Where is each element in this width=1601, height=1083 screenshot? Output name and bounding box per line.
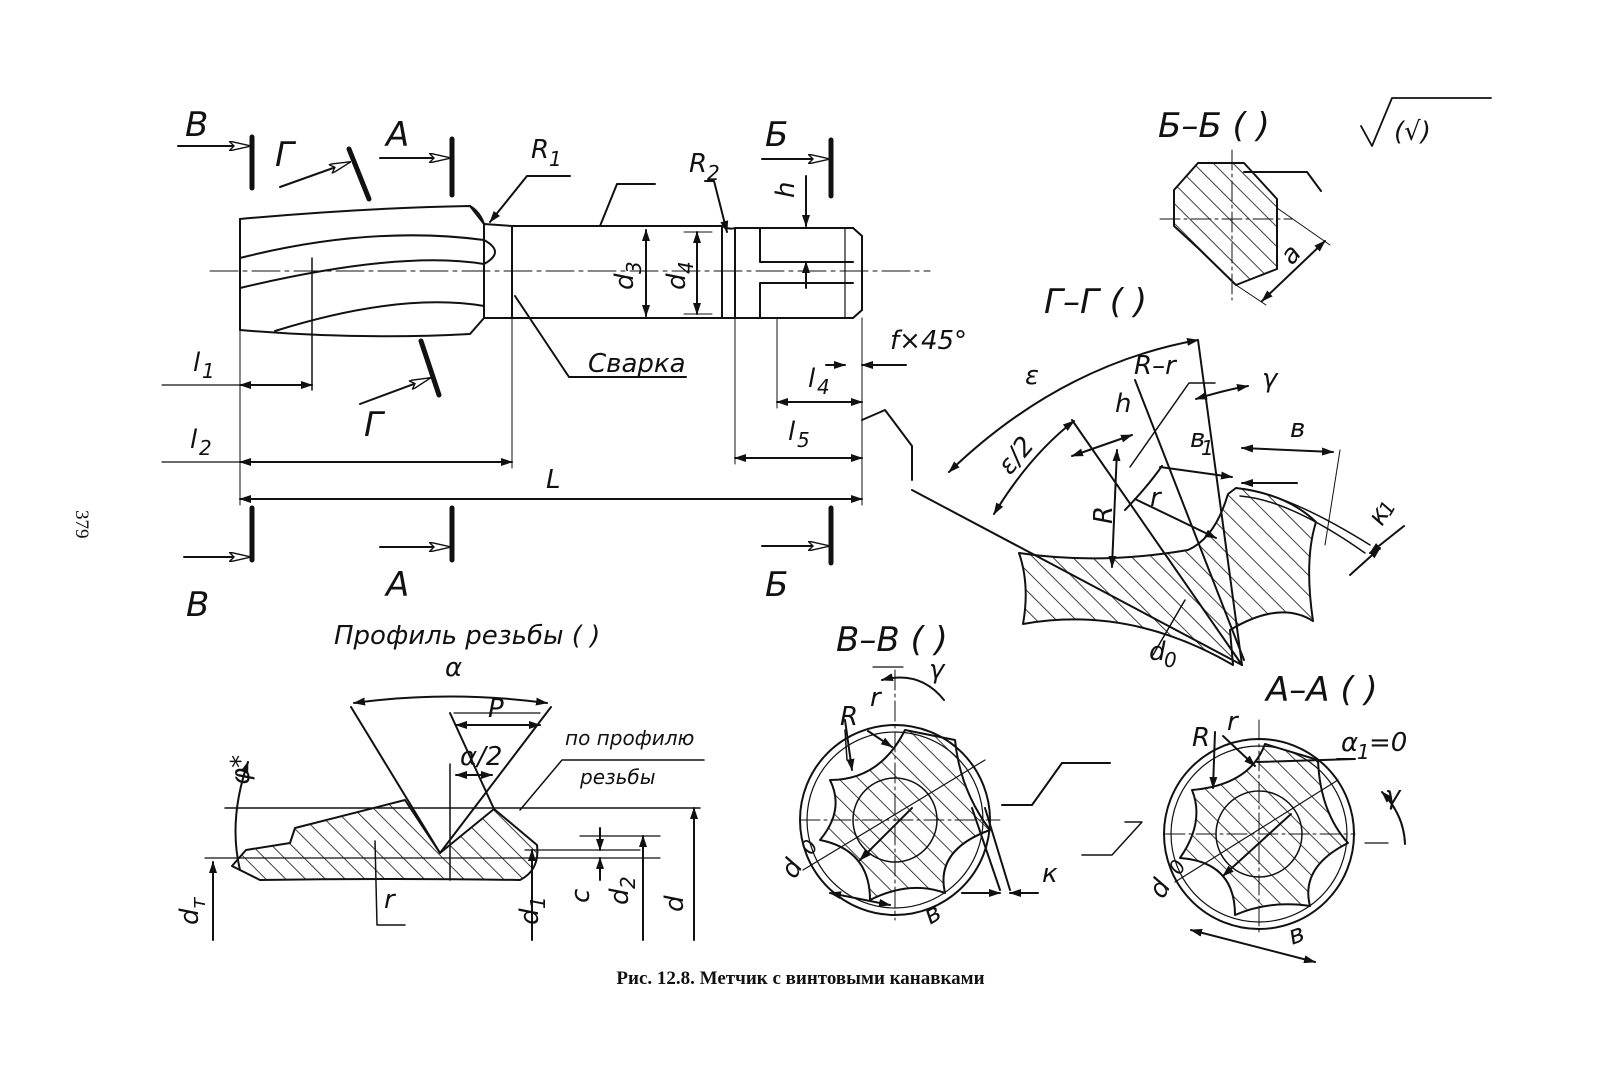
label-h-main: h bbox=[771, 182, 801, 198]
label-eps: ε bbox=[1025, 361, 1039, 391]
label-h-gg: h bbox=[1115, 389, 1131, 419]
section-vv bbox=[799, 666, 1111, 921]
label-r1: R bbox=[531, 135, 549, 165]
roughness-bb: (√) bbox=[1394, 117, 1431, 147]
label-dT-sub: т bbox=[186, 896, 210, 909]
label-gamma-gg: γ bbox=[1262, 364, 1279, 394]
label-alpha: α bbox=[445, 653, 462, 683]
mark-v-bottom: В bbox=[186, 585, 209, 625]
label-r-profile: r bbox=[384, 885, 397, 915]
label-r-vv: r bbox=[870, 683, 883, 713]
label-d1-sub: 1 bbox=[526, 896, 550, 909]
label-b1-sub: 1 bbox=[1201, 436, 1214, 460]
label-phi: φ* bbox=[226, 755, 256, 785]
mark-v-top: В bbox=[185, 105, 208, 145]
label-r1-sub: 1 bbox=[549, 147, 562, 171]
label-d4: d bbox=[662, 273, 692, 290]
label-alpha1: α bbox=[1341, 728, 1358, 758]
label-l5: l bbox=[788, 417, 796, 447]
label-alpha1-sub: 1 bbox=[1357, 740, 1370, 764]
label-d: d bbox=[660, 895, 690, 912]
mark-a-bottom: А bbox=[384, 565, 409, 605]
label-r2: R bbox=[689, 149, 707, 179]
label-L: L bbox=[546, 465, 561, 495]
title-profile: Профиль резьбы ( ) bbox=[334, 621, 600, 651]
title-vv: В–В ( ) bbox=[836, 620, 948, 660]
section-gg bbox=[911, 338, 1405, 666]
label-l2: l bbox=[190, 425, 198, 455]
section-bb bbox=[1159, 97, 1492, 306]
label-a-bb: a bbox=[1274, 239, 1307, 270]
title-gg: Г–Г ( ) bbox=[1044, 282, 1147, 322]
label-R-gg: R bbox=[1089, 506, 1119, 524]
main-view bbox=[161, 134, 931, 566]
label-r2-sub: 2 bbox=[707, 161, 720, 185]
title-aa: А–А ( ) bbox=[1264, 670, 1378, 710]
label-d3: d bbox=[610, 273, 640, 290]
label-b-gg: в bbox=[1290, 414, 1305, 444]
label-d4-sub: 4 bbox=[674, 261, 698, 274]
label-d0-vv: d bbox=[775, 854, 809, 884]
note-line2: резьбы bbox=[579, 765, 656, 789]
label-eps2: ε/2 bbox=[992, 431, 1040, 480]
figure-caption: Рис. 12.8. Метчик с винтовыми канавками bbox=[616, 968, 985, 989]
label-d0-gg-sub: 0 bbox=[1164, 648, 1177, 672]
label-d0-aa: d bbox=[1143, 874, 1177, 904]
label-chamfer: f×45° bbox=[890, 326, 967, 356]
label-r-aa: r bbox=[1227, 707, 1240, 737]
label-l1: l bbox=[193, 348, 201, 378]
label-gamma-vv: γ bbox=[929, 655, 946, 685]
label-d0-gg: d bbox=[1149, 637, 1166, 667]
label-d2-sub: 2 bbox=[616, 876, 640, 889]
label-c: c bbox=[566, 889, 596, 903]
label-l4-sub: 4 bbox=[817, 375, 830, 399]
label-l5-sub: 5 bbox=[797, 428, 810, 452]
section-aa bbox=[1081, 719, 1406, 964]
label-P: P bbox=[488, 694, 504, 724]
label-k-vv: к bbox=[1042, 859, 1058, 889]
mark-a-top: А bbox=[384, 115, 409, 155]
label-b-aa: в bbox=[1284, 918, 1309, 951]
labels: В В Г Г А А Б Б R 1 R 2 h d 3 d 4 Сварка… bbox=[175, 105, 1431, 952]
label-rr: R–r bbox=[1134, 351, 1178, 381]
thread-profile bbox=[204, 695, 705, 941]
label-R-aa: R bbox=[1192, 723, 1210, 753]
label-l4: l bbox=[808, 364, 816, 394]
label-weld: Сварка bbox=[588, 349, 686, 379]
label-half-alpha: α/2 bbox=[460, 742, 502, 772]
mark-g-top: Г bbox=[275, 135, 297, 175]
page-number: 379 bbox=[71, 510, 92, 539]
label-dT: d bbox=[175, 908, 205, 925]
note-line1: по профилю bbox=[565, 726, 694, 750]
label-l2-sub: 2 bbox=[199, 436, 212, 460]
label-gamma-aa: γ bbox=[1385, 781, 1402, 811]
label-alpha1-val: =0 bbox=[1369, 728, 1407, 758]
label-b1: в bbox=[1190, 424, 1205, 454]
label-R-vv: R bbox=[840, 702, 858, 732]
label-l1-sub: 1 bbox=[202, 359, 215, 383]
mark-b-bottom: Б bbox=[765, 565, 788, 605]
label-d2: d bbox=[605, 888, 635, 905]
title-bb: Б–Б ( ) bbox=[1158, 106, 1270, 146]
label-d1: d bbox=[515, 908, 545, 925]
mark-b-top: Б bbox=[765, 115, 788, 155]
mark-g-bottom: Г bbox=[364, 405, 386, 445]
label-d3-sub: 3 bbox=[622, 261, 646, 274]
label-r-gg: r bbox=[1150, 483, 1163, 513]
